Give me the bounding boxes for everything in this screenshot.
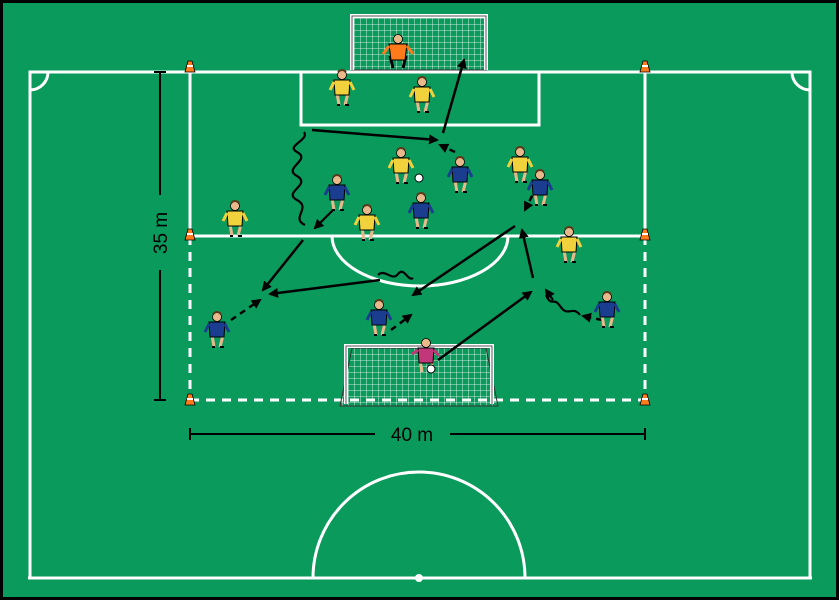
attacker-player bbox=[526, 169, 554, 206]
attacker-player bbox=[203, 311, 231, 348]
width-dimension-line bbox=[189, 428, 646, 440]
attacker-player bbox=[323, 174, 351, 211]
ball-icon bbox=[414, 173, 424, 183]
defender-player bbox=[221, 200, 249, 237]
top-goal bbox=[350, 14, 488, 71]
centre-spot bbox=[415, 574, 423, 582]
defender-player bbox=[328, 69, 356, 106]
attacker-player bbox=[365, 299, 393, 336]
attacker-players bbox=[203, 156, 621, 348]
height-dimension-label: 35 m bbox=[151, 212, 172, 254]
dribble-paths bbox=[291, 131, 581, 316]
goalkeeper-icon bbox=[411, 338, 441, 373]
cone-icon bbox=[184, 228, 196, 241]
attacker-player bbox=[593, 291, 621, 328]
defender-player bbox=[555, 226, 583, 263]
defender-player bbox=[408, 76, 436, 113]
cones bbox=[184, 60, 651, 406]
cone-icon bbox=[639, 393, 651, 406]
defender-players bbox=[221, 69, 583, 263]
goalkeeper-icon bbox=[381, 34, 415, 69]
cone-icon bbox=[184, 393, 196, 406]
width-dimension-label: 40 m bbox=[391, 425, 433, 446]
defender-player bbox=[506, 146, 534, 183]
ball-icon bbox=[426, 364, 436, 374]
bottom-goal bbox=[339, 344, 499, 407]
cone-icon bbox=[639, 60, 651, 73]
pass-arrows bbox=[230, 58, 603, 362]
players bbox=[381, 34, 441, 374]
defender-player bbox=[387, 147, 415, 184]
cone-icon bbox=[639, 228, 651, 241]
cone-icon bbox=[184, 60, 196, 73]
attacker-player bbox=[407, 192, 435, 229]
attacker-player bbox=[446, 156, 474, 193]
defender-player bbox=[353, 204, 381, 241]
height-dimension-line bbox=[154, 71, 166, 401]
